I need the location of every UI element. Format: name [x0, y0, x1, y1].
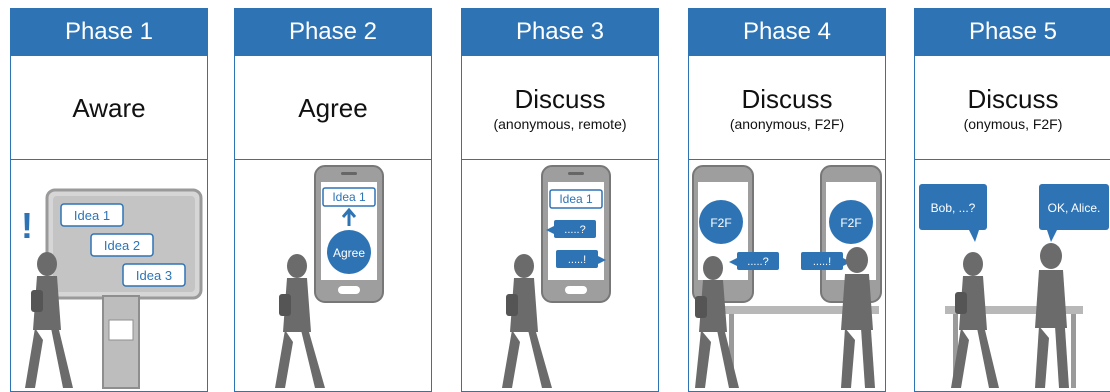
table-illustration	[945, 306, 1083, 388]
phase-subtitle: (anonymous, remote)	[493, 115, 627, 132]
phase-illustration: F2F F2F .....? .....!	[688, 160, 886, 392]
svg-text:Idea 2: Idea 2	[104, 238, 140, 253]
alert-mark: !	[21, 205, 33, 246]
chat-bubble: .....!	[556, 250, 606, 268]
chat-bubble: .....?	[546, 220, 596, 238]
arrow-up-icon	[341, 207, 357, 226]
phase-illustration: Idea 1 Agree	[234, 160, 432, 392]
phase-illustration: Idea 1 Idea 2 Idea 3 !	[10, 160, 208, 392]
phase-title-box: Agree	[234, 56, 432, 160]
phase-title: Discuss	[741, 83, 833, 114]
phase-subtitle: (onymous, F2F)	[963, 115, 1063, 132]
f2f-badge: F2F	[829, 200, 873, 244]
phase-subtitle: (anonymous, F2F)	[729, 115, 845, 132]
phase-title-box: Discuss (anonymous, F2F)	[688, 56, 886, 160]
phase-3-panel: Phase 3 Discuss (anonymous, remote) Idea…	[461, 8, 659, 392]
phase-header: Phase 1	[10, 8, 208, 56]
phase-title-box: Discuss (anonymous, remote)	[461, 56, 659, 160]
svg-text:.....!: .....!	[568, 254, 586, 266]
chat-bubble: .....?	[729, 252, 779, 270]
svg-text:.....!: .....!	[813, 256, 831, 268]
phase-header: Phase 4	[688, 8, 886, 56]
idea-card: Idea 1	[549, 189, 603, 209]
svg-text:.....?: .....?	[747, 256, 768, 268]
person-figure	[695, 256, 739, 388]
phase-title: Discuss	[514, 83, 606, 114]
svg-text:.....?: .....?	[564, 224, 585, 236]
phase-title: Aware	[72, 92, 146, 123]
svg-text:Bob, ...?: Bob, ...?	[931, 201, 976, 215]
phase-title: Discuss	[967, 83, 1059, 114]
phase-illustration: Idea 1 .....? .....!	[461, 160, 659, 392]
phase-1-panel: Phase 1 Aware Idea 1 Idea 2 Idea 3	[10, 8, 208, 392]
svg-text:F2F: F2F	[840, 216, 861, 230]
svg-text:Agree: Agree	[333, 246, 365, 260]
phase-2-panel: Phase 2 Agree Idea 1 Agree	[234, 8, 432, 392]
phase-5-panel: Phase 5 Discuss (onymous, F2F) Bob, ...?…	[914, 8, 1110, 392]
person-figure	[1035, 243, 1069, 388]
idea-card: Idea 3	[122, 263, 186, 287]
phase-title: Agree	[298, 92, 368, 123]
phase-title-box: Aware	[10, 56, 208, 160]
phase-header: Phase 2	[234, 8, 432, 56]
svg-text:Idea 1: Idea 1	[74, 208, 110, 223]
phase-illustration: Bob, ...? OK, Alice.	[914, 160, 1110, 392]
idea-card: Idea 2	[90, 233, 154, 257]
person-figure	[275, 254, 325, 388]
f2f-badge: F2F	[699, 200, 743, 244]
phase-header: Phase 5	[914, 8, 1110, 56]
phase-header: Phase 3	[461, 8, 659, 56]
speech-bubble: OK, Alice.	[1039, 184, 1109, 242]
phase-title-box: Discuss (onymous, F2F)	[914, 56, 1110, 160]
person-figure	[502, 254, 552, 388]
person-figure	[841, 247, 875, 388]
svg-text:Idea 3: Idea 3	[136, 268, 172, 283]
speech-bubble: Bob, ...?	[919, 184, 987, 242]
idea-card: Idea 1	[60, 203, 124, 227]
person-figure	[951, 252, 999, 388]
svg-text:F2F: F2F	[710, 216, 731, 230]
idea-card: Idea 1	[322, 187, 376, 207]
agree-button[interactable]: Agree	[327, 230, 371, 274]
svg-text:OK, Alice.: OK, Alice.	[1048, 201, 1101, 215]
svg-text:Idea 1: Idea 1	[559, 192, 593, 206]
svg-text:Idea 1: Idea 1	[332, 190, 366, 204]
phase-4-panel: Phase 4 Discuss (anonymous, F2F) F2F F2F	[688, 8, 886, 392]
person-figure	[25, 252, 73, 388]
